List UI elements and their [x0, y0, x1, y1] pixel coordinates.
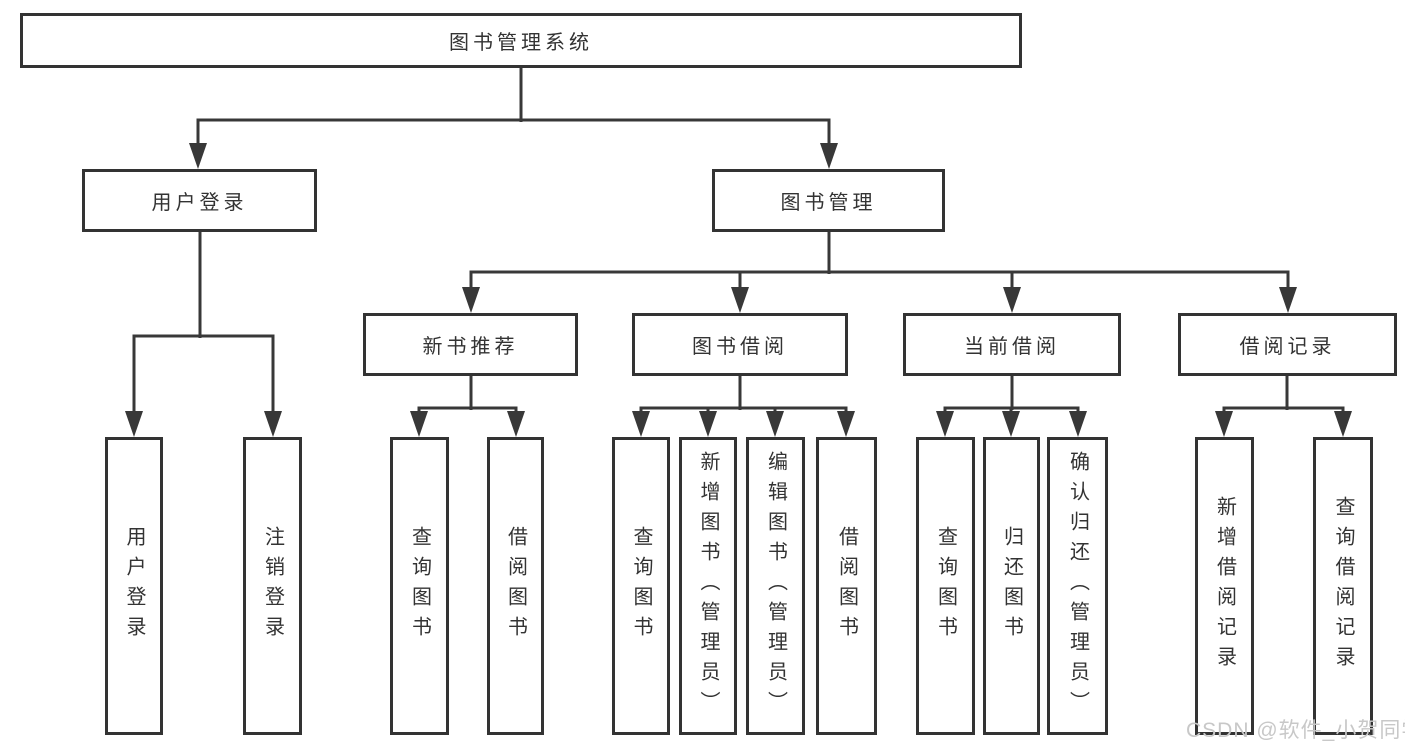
leaf-add-borrow-record: 新增借阅记录 — [1195, 437, 1254, 735]
leaf-edit-books-admin: 编辑图书（管理员） — [746, 437, 805, 735]
leaf-add-books-admin-label: 新增图书（管理员） — [697, 451, 719, 721]
node-book-management: 图书管理 — [712, 169, 945, 232]
leaf-user-login-label: 用户登录 — [123, 526, 145, 646]
leaf-confirm-return-admin-label: 确认归还（管理员） — [1066, 451, 1089, 721]
connector-new-book-recommend-to-leaves — [410, 376, 525, 437]
connector-root-to-level2 — [189, 68, 838, 169]
leaf-return-books-label: 归还图书 — [1000, 526, 1023, 646]
node-root-system: 图书管理系统 — [20, 13, 1022, 68]
node-current-borrow: 当前借阅 — [903, 313, 1121, 376]
connector-book-management-to-level3 — [462, 232, 1297, 313]
connector-current-borrow-to-leaves — [936, 376, 1087, 437]
leaf-query-books-borrow-label: 查询图书 — [630, 526, 652, 646]
leaf-query-books-borrow: 查询图书 — [612, 437, 670, 735]
leaf-borrow-books-label: 借阅图书 — [835, 526, 858, 646]
leaf-query-books-current: 查询图书 — [916, 437, 975, 735]
leaf-return-books: 归还图书 — [983, 437, 1040, 735]
leaf-edit-books-admin-label: 编辑图书（管理员） — [764, 451, 787, 721]
node-new-book-recommend: 新书推荐 — [363, 313, 578, 376]
connector-user-login-to-leaves — [125, 232, 282, 437]
leaf-query-borrow-record-label: 查询借阅记录 — [1332, 496, 1354, 676]
leaf-confirm-return-admin: 确认归还（管理员） — [1047, 437, 1108, 735]
leaf-query-books-recommend: 查询图书 — [390, 437, 449, 735]
leaf-borrow-books-recommend: 借阅图书 — [487, 437, 544, 735]
node-book-borrow: 图书借阅 — [632, 313, 848, 376]
leaf-query-books-current-label: 查询图书 — [934, 526, 957, 646]
connector-borrow-records-to-leaves — [1215, 376, 1352, 437]
csdn-watermark: CSDN @软件_小贺同学 — [1186, 719, 1405, 742]
leaf-user-login: 用户登录 — [105, 437, 163, 735]
connector-book-borrow-to-leaves — [632, 376, 855, 437]
leaf-query-books-recommend-label: 查询图书 — [408, 526, 431, 646]
node-user-login: 用户登录 — [82, 169, 317, 232]
leaf-borrow-books-recommend-label: 借阅图书 — [504, 526, 527, 646]
leaf-logout-login-label: 注销登录 — [261, 526, 284, 646]
leaf-add-books-admin: 新增图书（管理员） — [679, 437, 737, 735]
leaf-logout-login: 注销登录 — [243, 437, 302, 735]
node-borrow-records: 借阅记录 — [1178, 313, 1397, 376]
leaf-add-borrow-record-label: 新增借阅记录 — [1213, 496, 1236, 676]
leaf-query-borrow-record: 查询借阅记录 — [1313, 437, 1373, 735]
leaf-borrow-books: 借阅图书 — [816, 437, 877, 735]
